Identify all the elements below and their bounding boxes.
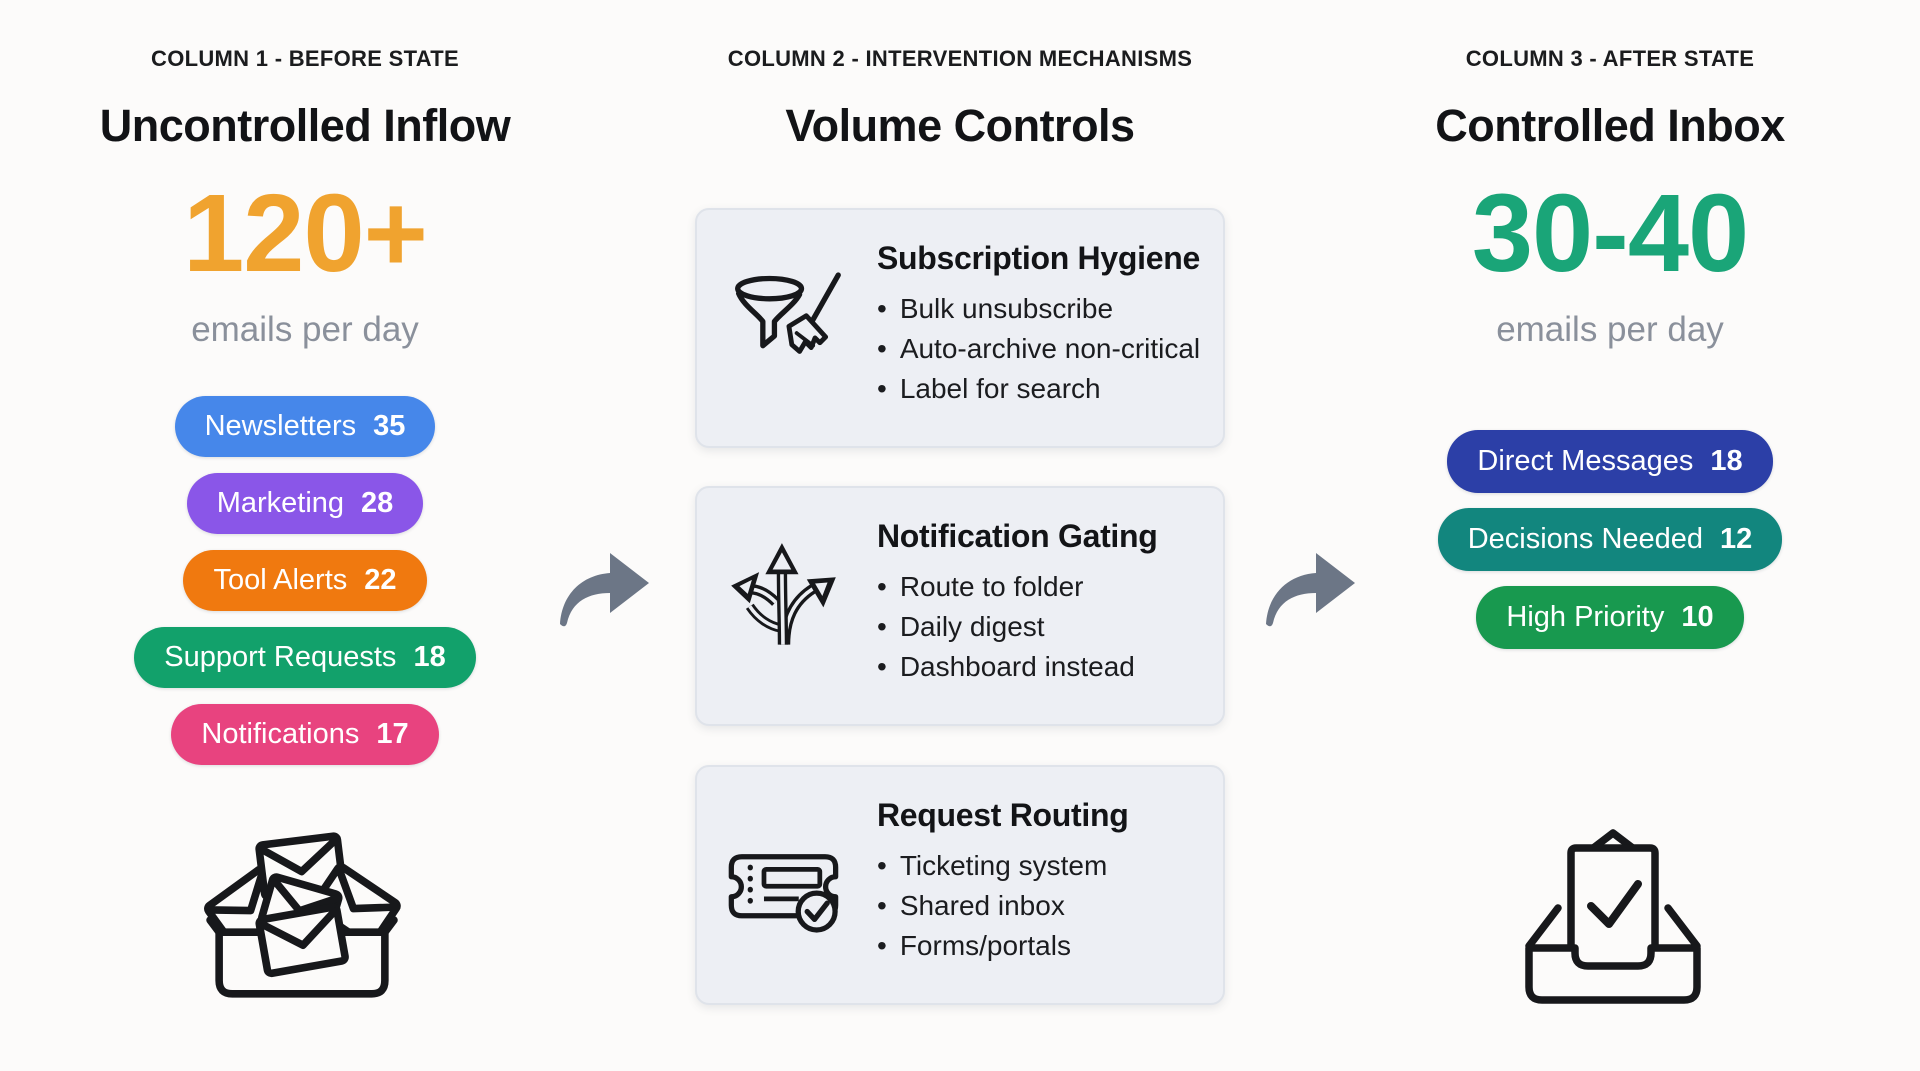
pill-count: 10 xyxy=(1681,601,1714,633)
pill-label: High Priority xyxy=(1506,601,1665,633)
page-title-after: Controlled Inbox xyxy=(1435,100,1785,151)
page-title-interventions: Volume Controls xyxy=(785,100,1135,151)
pill-count: 22 xyxy=(364,564,397,596)
emails-count-before: 120+ xyxy=(183,172,428,295)
curved-arrow-icon xyxy=(560,553,649,627)
card-notification-gating: Notification Gating Route to folder Dail… xyxy=(695,486,1225,726)
card-bullet: Forms/portals xyxy=(877,926,1209,966)
pill-high-priority: High Priority 10 xyxy=(1476,586,1744,649)
card-subscription-hygiene: Subscription Hygiene Bulk unsubscribe Au… xyxy=(695,208,1225,448)
pill-count: 18 xyxy=(413,641,446,673)
emails-unit-after: emails per day xyxy=(1496,310,1724,349)
ticket-check-icon xyxy=(728,854,839,933)
card-body: Notification Gating Route to folder Dail… xyxy=(877,518,1209,687)
pill-label: Notifications xyxy=(201,718,360,750)
page-title-before: Uncontrolled Inflow xyxy=(99,100,511,151)
pill-tool-alerts: Tool Alerts 22 xyxy=(183,550,427,611)
card-bullet: Shared inbox xyxy=(877,886,1209,926)
pill-count: 18 xyxy=(1710,445,1743,477)
overflowing-inbox-icon xyxy=(204,832,401,998)
card-body: Request Routing Ticketing system Shared … xyxy=(877,797,1209,966)
column-interventions: COLUMN 2 - INTERVENTION MECHANISMS Volum… xyxy=(655,0,1265,1071)
card-title: Notification Gating xyxy=(877,518,1158,554)
card-bullet: Route to folder xyxy=(877,567,1209,607)
card-bullet: Bulk unsubscribe xyxy=(877,289,1209,329)
card-bullet: Dashboard instead xyxy=(877,647,1209,687)
pill-count: 12 xyxy=(1720,523,1753,555)
branching-arrows-icon xyxy=(731,543,836,645)
pill-label: Support Requests xyxy=(164,641,397,673)
column-before-state: COLUMN 1 - BEFORE STATE Uncontrolled Inf… xyxy=(60,0,550,1071)
pill-count: 35 xyxy=(373,410,406,442)
card-bullet: Ticketing system xyxy=(877,846,1209,886)
pill-label: Newsletters xyxy=(204,410,357,442)
column-after-state: COLUMN 3 - AFTER STATE Controlled Inbox … xyxy=(1390,0,1830,1071)
card-bullet: Label for search xyxy=(877,369,1209,409)
pill-label: Tool Alerts xyxy=(213,564,348,596)
card-bullet: Daily digest xyxy=(877,607,1209,647)
column-label: COLUMN 3 - AFTER STATE xyxy=(1465,46,1755,71)
card-request-routing: Request Routing Ticketing system Shared … xyxy=(695,765,1225,1005)
card-title: Subscription Hygiene xyxy=(877,240,1200,276)
before-category-pills: Newsletters 35 Marketing 28 Tool Alerts … xyxy=(60,396,550,765)
card-title: Request Routing xyxy=(877,797,1129,833)
pill-support-requests: Support Requests 18 xyxy=(134,627,476,688)
pill-label: Marketing xyxy=(216,487,345,519)
pill-newsletters: Newsletters 35 xyxy=(174,396,436,457)
pill-label: Decisions Needed xyxy=(1467,523,1704,555)
pill-notifications: Notifications 17 xyxy=(171,704,439,765)
pill-count: 17 xyxy=(376,718,409,750)
pill-label: Direct Messages xyxy=(1477,445,1694,477)
inbox-check-icon xyxy=(1525,829,1701,1004)
column-label: COLUMN 2 - INTERVENTION MECHANISMS xyxy=(727,46,1193,71)
card-body: Subscription Hygiene Bulk unsubscribe Au… xyxy=(877,240,1209,409)
emails-unit-before: emails per day xyxy=(191,310,419,349)
after-category-pills: Direct Messages 18 Decisions Needed 12 H… xyxy=(1390,430,1830,649)
column-label: COLUMN 1 - BEFORE STATE xyxy=(151,46,459,71)
funnel-broom-icon xyxy=(735,272,841,354)
pill-decisions-needed: Decisions Needed 12 xyxy=(1437,508,1783,571)
curved-arrow-icon xyxy=(1266,553,1355,627)
emails-count-after: 30-40 xyxy=(1471,172,1749,295)
card-bullet: Auto-archive non-critical xyxy=(877,329,1209,369)
pill-marketing: Marketing 28 xyxy=(186,473,424,534)
pill-direct-messages: Direct Messages 18 xyxy=(1447,430,1773,493)
pill-count: 28 xyxy=(361,487,394,519)
